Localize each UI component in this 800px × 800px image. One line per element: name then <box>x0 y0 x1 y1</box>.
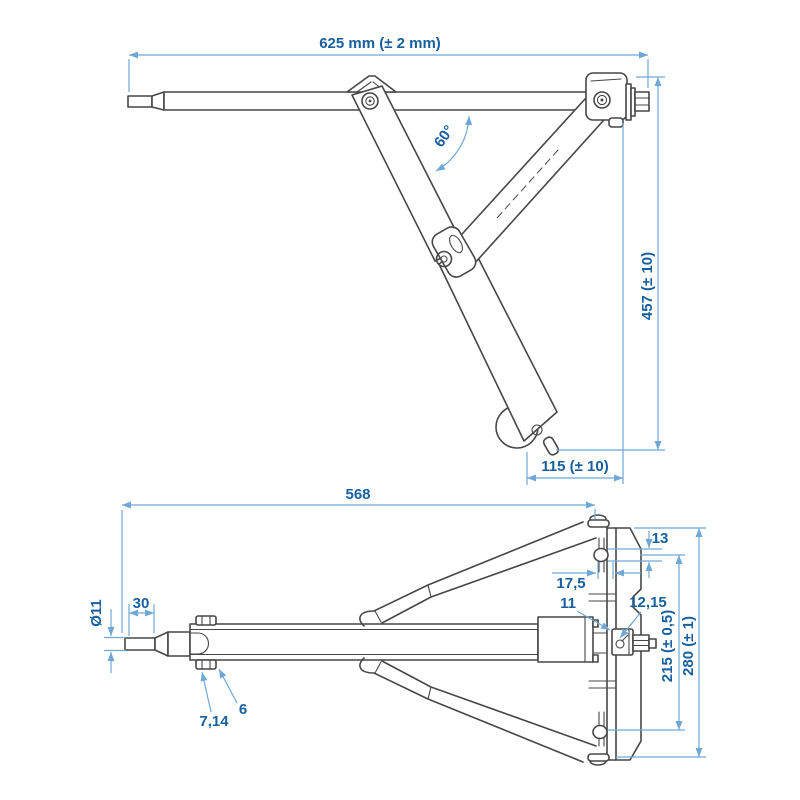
top-pivot-bolt <box>361 92 379 110</box>
dim-pin-hole: 11 <box>560 595 576 612</box>
drive-hex-nut <box>634 91 650 112</box>
plan-rod-tip <box>124 637 156 651</box>
mount-bolt-center <box>600 98 604 102</box>
mid-pivot-bolt-inner <box>440 255 448 263</box>
crank-rod-taper <box>151 91 165 111</box>
crank-rod-tip <box>127 95 153 108</box>
plan-hex-nut <box>632 634 650 652</box>
pin-hole <box>615 639 625 649</box>
plan-rod-collar <box>167 631 191 657</box>
plate-bolt-bottom <box>587 753 610 762</box>
mount-plate-slots <box>588 593 617 689</box>
dim-rod-length: 30 <box>133 595 150 612</box>
dim-tube-ref: 6 <box>239 701 247 718</box>
mount-bolt <box>593 91 611 109</box>
plan-spindle-cap <box>190 632 209 655</box>
dim-slot-inset: 17,5 <box>556 575 585 592</box>
dim-slot-height: 13 <box>652 530 669 547</box>
plan-arms <box>359 521 597 763</box>
rear-arm <box>452 98 604 265</box>
gear-block-step-bottom <box>592 654 599 663</box>
gear-block <box>537 616 594 663</box>
top-pivot-center <box>368 99 372 103</box>
plan-hex-nut-lines <box>632 639 650 647</box>
dim-plan-length: 568 <box>345 486 370 503</box>
dim-overall-width: 625 mm (± 2 mm) <box>319 35 441 52</box>
dim-nut: 12,15 <box>629 594 667 611</box>
dim-arm-angle: 60° <box>431 122 458 150</box>
mount-tab <box>608 117 624 128</box>
dim-rod-diameter: Ø11 <box>88 599 105 627</box>
plan-rod-taper <box>154 631 169 657</box>
plate-bolt-top <box>587 519 610 528</box>
dim-foot-offset: 115 (± 10) <box>541 458 608 475</box>
top-pivot-bolt-inner <box>365 96 375 106</box>
rear-arm-centerline <box>496 149 559 219</box>
mount-bracket-detail <box>590 78 622 82</box>
foot-tab <box>542 436 560 456</box>
mount-plate-bend-lines <box>598 537 605 747</box>
plan-nut-tip <box>648 638 657 649</box>
plate-hole-top <box>593 547 609 563</box>
plan-tube-inner-lines <box>189 628 539 656</box>
side-view: 625 mm (± 2 mm) 457 (± 10) 115 (± 10) 60… <box>127 35 665 485</box>
plan-top-washer <box>195 615 217 626</box>
drive-hex-nut-lines <box>634 97 650 106</box>
dim-washer-ref: 7,14 <box>199 713 229 730</box>
foot-hole <box>531 424 543 436</box>
plate-hole-bottom <box>592 724 608 740</box>
plan-top-washer-lines <box>201 615 211 626</box>
mid-pivot-slot <box>449 234 463 254</box>
plan-bottom-washer-lines <box>201 659 211 670</box>
mount-bolt-inner <box>596 94 608 106</box>
mid-pivot-bolt <box>435 250 453 268</box>
dim-hole-spacing: 215 (± 0,5) <box>659 610 676 682</box>
plan-bottom-washer <box>195 659 217 670</box>
plan-view: 568 13 17,5 11 12,15 215 (± 0,5) 280 (± … <box>88 486 706 766</box>
plan-view-dimensions: 568 13 17,5 11 12,15 215 (± 0,5) 280 (± … <box>88 486 706 758</box>
pin-block <box>611 628 634 656</box>
dim-plate-width: 280 (± 1) <box>680 616 697 676</box>
dim-overall-height: 457 (± 10) <box>639 252 656 320</box>
